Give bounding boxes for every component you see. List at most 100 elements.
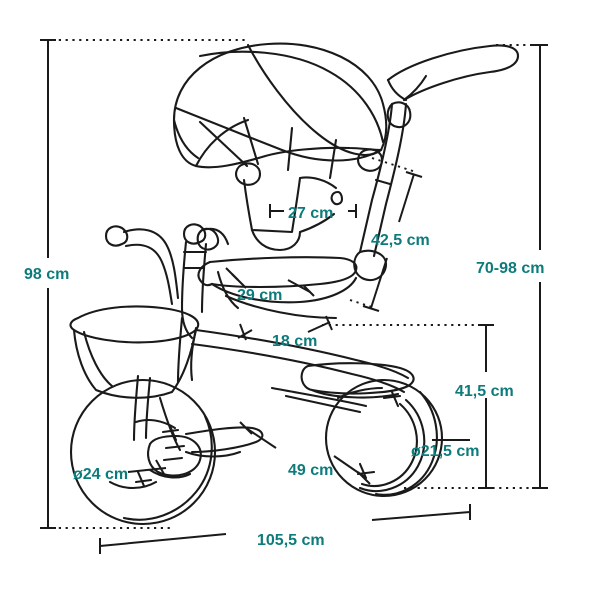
push-handle-bar-left [358,102,394,254]
frame-top-tube [194,328,410,380]
dim-49-cap-right [357,471,371,485]
backrest-seam [298,212,336,234]
pedal-mud-guard [184,426,264,454]
rear-tyre-inner-arc [374,390,438,496]
label-rear-wheel-diameter: ø21,5 cm [411,443,479,460]
dim-425-cap-bottom [362,305,380,312]
front-rim-arc-top [134,418,177,430]
rear-spoke-tick-bot [358,462,368,480]
seat-top-surface [208,256,358,289]
label-handle-length: 42,5 cm [371,232,430,249]
dim-handle-length-geometry [362,171,423,312]
push-handle-joint-top [386,101,412,129]
label-overall-length: 105,5 cm [257,532,325,549]
dim-29-cap-left [225,267,239,281]
front-hub-shaft [144,376,152,440]
frame-down-tube [176,316,184,384]
push-handle-bar-right [372,102,408,258]
front-rim-arc-bottom [108,480,158,490]
frame-rear-stay [270,386,368,408]
label-wheelbase: 49 cm [288,462,333,479]
dim-425-cap-top [405,171,423,178]
rear-tyre-outer [324,378,444,498]
canopy-front-lip [172,118,200,160]
front-spoke-tick-bot [136,470,146,488]
label-overall-height: 98 cm [24,266,69,283]
push-handle-bottom-cap [353,249,388,282]
dim-49-leader-left [245,427,277,449]
front-tyre-outer [69,378,217,526]
canopy-rib-2 [246,43,383,157]
handlebar-bell [196,227,220,251]
dim-seatback-geometry [225,267,315,297]
dim-seatdepth-geometry [237,315,333,341]
dim-24-leader [127,467,167,473]
canopy-spoke-c [286,126,294,172]
seat-group [197,256,358,320]
backrest-group [242,176,344,252]
dim-18-leader-right [307,321,331,333]
rear-rim-arc-2 [360,402,418,487]
frame-axle-tube [284,394,362,414]
front-tyre-inner-arc [122,414,213,521]
dim-overall-length-geometry [99,504,471,554]
dim-425-main-lower [370,257,388,309]
footboard-edge [310,388,400,399]
push-handle-collar [374,178,392,186]
label-handle-height-range: 70-98 cm [476,260,545,277]
dim-handle-height-geometry [532,44,548,489]
canopy-spoke-b [242,116,260,166]
handlebar-grip-right [182,223,207,245]
dim-18-cap-right [325,315,333,331]
backrest-side-panel [250,228,302,252]
dim-49-cap-left [239,421,253,435]
front-fork-left [132,374,140,442]
pedal-tread-1 [164,444,186,450]
label-front-wheel-diameter: ø24 cm [73,466,128,483]
canopy-spoke-d [328,138,338,180]
push-handle-bend [402,74,428,102]
seat-rail [224,294,338,320]
dim-1055-main-left [99,533,227,547]
handlebar-group [104,223,230,340]
dim-canopy-depth-geometry [269,204,357,218]
handlebar-grip-left [104,225,129,247]
canopy-rib-3 [174,106,383,162]
dim-front-wheel-geometry [127,459,167,475]
canopy-rib-1 [198,50,385,144]
dim-425-main-upper [398,173,415,223]
handlebar-arm-left [122,228,180,300]
ext-handle-top-dotted [371,157,417,173]
rear-fender-group [300,362,415,400]
dim-overall-height-geometry [40,39,56,529]
canopy-hub-knuckle [235,162,262,186]
frame-group [176,316,410,414]
front-spoke-tick-bot2 [134,478,153,484]
rear-spoke-tick-top2 [382,394,402,400]
pedal-body [147,434,202,477]
basket-inner-curve [82,330,114,388]
push-handle-group [353,44,520,282]
label-seat-height: 41,5 cm [455,383,514,400]
frame-top-tube-b [190,342,406,394]
dim-wheelbase-geometry [239,421,371,485]
seat-bracket-left [216,270,240,310]
dim-24-cap [155,459,165,475]
dim-29-leader-right [287,279,311,293]
canopy-group [172,42,388,186]
dimension-labels: 98 cm 27 cm 42,5 cm 70-98 cm 29 cm 18 cm… [24,205,545,549]
seat-front-edge [197,260,214,287]
handlebar-arm-left-b [124,243,174,306]
label-seat-back-height: 29 cm [237,287,282,304]
pedal-guard-lower [184,450,242,458]
dim-1055-main-right [371,511,471,521]
rear-fender-arc [336,386,384,400]
push-handle-grip [386,44,520,102]
footboard-top [300,362,415,395]
backrest-outline [242,176,302,234]
front-wheel-group [69,374,217,526]
dimension-lines [40,39,548,554]
